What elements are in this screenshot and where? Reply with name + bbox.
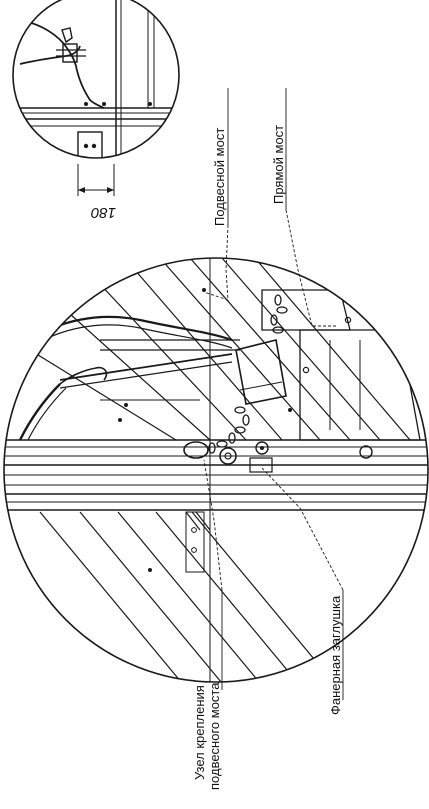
detail-view-small <box>12 0 180 159</box>
label-suspended-bridge: Подвесной мост <box>212 128 227 226</box>
label-mount-node-line1: Узел крепления <box>192 685 207 780</box>
dimension-label: 180 <box>90 204 116 221</box>
chain <box>208 294 288 454</box>
label-straight-bridge: Прямой мост <box>271 125 286 204</box>
label-plywood-plug: Фанерная заглушка <box>328 595 343 715</box>
leader-lines <box>203 88 344 700</box>
label-mount-node-line2: подвесного моста <box>207 682 222 790</box>
mount-node <box>183 441 273 473</box>
dimension-180: 180 <box>77 164 116 221</box>
detail-view-large <box>3 257 429 683</box>
